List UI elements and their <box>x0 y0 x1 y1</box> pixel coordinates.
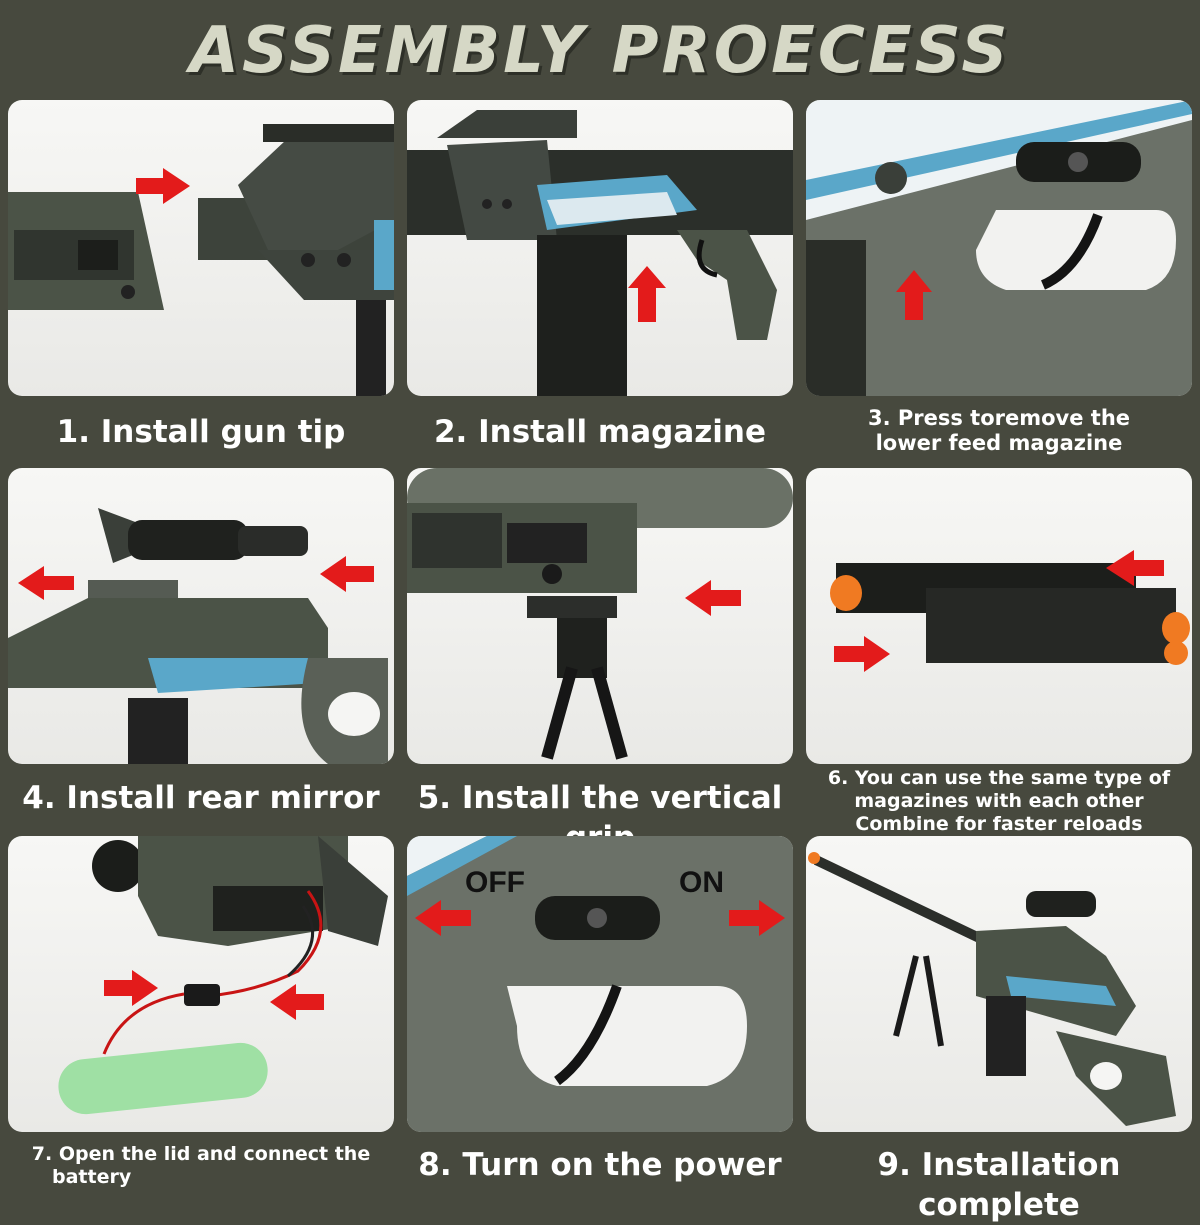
step-6-caption: 6. You can use the same type of magazine… <box>806 767 1192 836</box>
step-3-caption: 3. Press toremove the lower feed magazin… <box>806 406 1192 456</box>
step-7-caption: 7. Open the lid and connect the battery <box>8 1143 394 1189</box>
page-title: ASSEMBLY PROECESS <box>189 14 1011 88</box>
step-4-image <box>8 468 394 764</box>
step-2-caption: 2. Install magazine <box>433 414 767 450</box>
step-5-caption: 5. Install the vertical grip <box>417 780 783 856</box>
step-3-caption-line-1: 3. Press toremove the <box>867 406 1131 430</box>
step-6-caption-line-1: 6. You can use the same type of <box>827 767 1171 789</box>
step-7-caption-line-1: 7. Open the lid and connect the <box>31 1143 371 1165</box>
step-6-image <box>806 468 1192 764</box>
step-5-image <box>407 468 793 764</box>
step-3-caption-line-2: lower feed magazine <box>875 431 1123 455</box>
step-6-caption-line-2: magazines with each other <box>854 790 1144 812</box>
step-9-image <box>806 836 1192 1132</box>
step-7-image <box>8 836 394 1132</box>
step-2-image <box>407 100 793 396</box>
power-off-label: OFF <box>465 866 525 899</box>
step-6-caption-line-3: Combine for faster reloads <box>855 813 1143 835</box>
step-8-image: OFF ON <box>407 836 793 1132</box>
step-1-image <box>8 100 394 396</box>
step-4-caption: 4. Install rear mirror <box>22 780 380 816</box>
step-1-caption: 1. Install gun tip <box>56 414 346 450</box>
step-8-caption: 8. Turn on the power <box>418 1147 782 1183</box>
power-on-label: ON <box>679 866 724 899</box>
step-3-image <box>806 100 1192 396</box>
step-7-caption-line-2: battery <box>52 1166 132 1188</box>
step-9-caption: 9. Installation complete <box>877 1147 1121 1223</box>
